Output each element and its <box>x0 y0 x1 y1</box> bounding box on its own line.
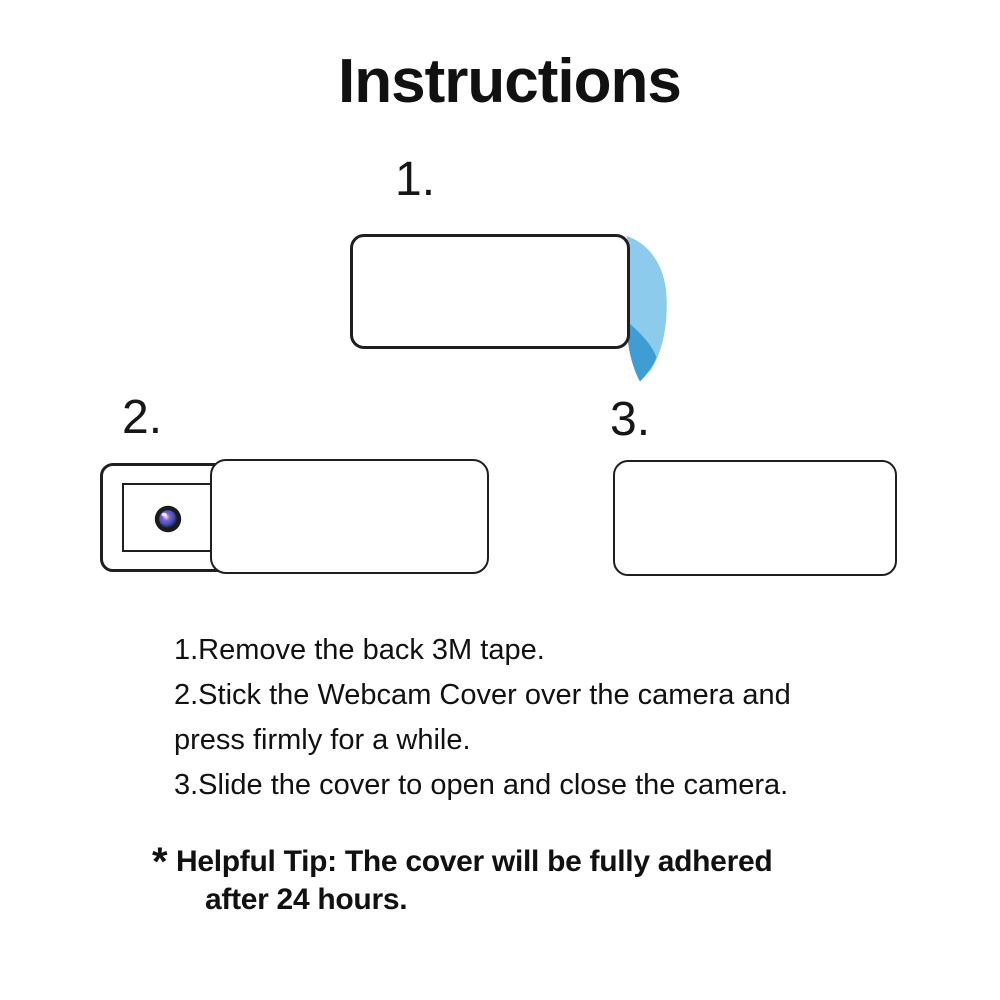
instruction-list: 1.Remove the back 3M tape. 2.Stick the W… <box>174 628 791 808</box>
step-1-number: 1. <box>395 153 436 206</box>
instruction-line: press firmly for a while. <box>174 724 471 756</box>
instruction-line: 3.Slide the cover to open and close the … <box>174 769 789 801</box>
lens-highlight <box>161 512 167 517</box>
tape-peel-icon <box>627 236 667 382</box>
webcam-cover-sticker <box>350 234 630 349</box>
step-3-number: 3. <box>610 393 651 446</box>
slide-cover <box>210 459 489 574</box>
tip-asterisk: * <box>152 840 168 884</box>
lens-iris <box>159 510 177 528</box>
instruction-line: 2.Stick the Webcam Cover over the camera… <box>174 679 791 711</box>
closed-cover <box>613 460 897 576</box>
tip-line-1: Helpful Tip: The cover will be fully adh… <box>176 845 773 878</box>
page-title: Instructions <box>338 47 682 116</box>
step-2-number: 2. <box>122 391 163 444</box>
instruction-line: 1.Remove the back 3M tape. <box>174 634 545 666</box>
tip-line-2: after 24 hours. <box>205 883 408 916</box>
camera-lens-icon <box>154 505 182 533</box>
tape-underside <box>627 322 657 382</box>
